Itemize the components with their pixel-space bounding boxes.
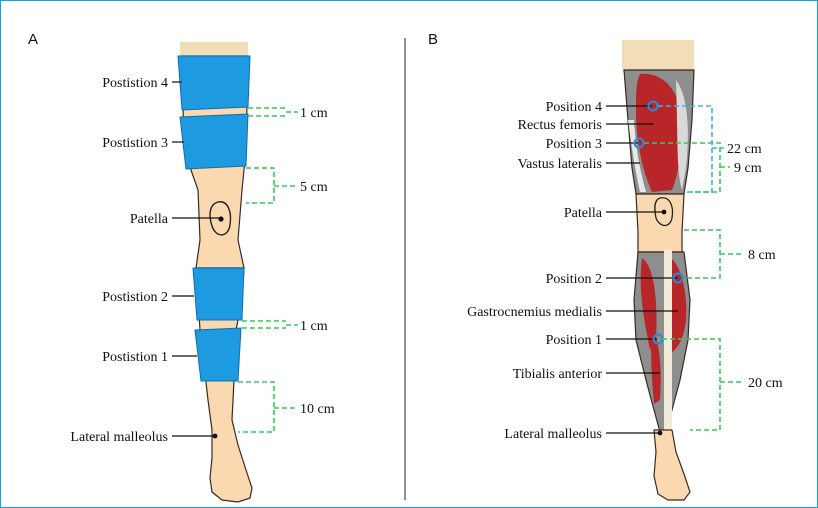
label-patella-a: Patella (130, 212, 169, 227)
panel-b-letter: B (428, 31, 438, 48)
label-vastus-lateralis: Vastus lateralis (518, 157, 602, 172)
label-position-2-a: Postistion 2 (102, 290, 168, 305)
panel-b: B (428, 31, 783, 500)
label-position-1-a: Postistion 1 (102, 350, 168, 365)
foot-b (654, 430, 690, 500)
gap-5cm: 5 cm (300, 180, 328, 195)
distance-22cm: 22 cm (727, 142, 762, 157)
label-position-4-b: Position 4 (546, 100, 602, 115)
gap-1cm-lower: 1 cm (300, 319, 328, 334)
label-position-3-b: Position 3 (546, 137, 602, 152)
band-position-3 (180, 114, 248, 169)
patella-dot-a (218, 216, 223, 221)
label-position-4-a: Postistion 4 (102, 76, 168, 91)
thigh-top-b (622, 40, 694, 70)
label-position-2-b: Position 2 (546, 272, 602, 287)
distance-9cm: 9 cm (734, 161, 762, 176)
knee-b (636, 194, 684, 252)
thigh-top (180, 42, 248, 56)
label-malleolus-b: Lateral malleolus (504, 427, 602, 442)
label-position-1-b: Position 1 (546, 333, 602, 348)
panel-a-letter: A (28, 31, 38, 48)
label-tibialis-anterior: Tibialis anterior (513, 367, 603, 382)
gap-1cm-upper: 1 cm (300, 106, 328, 121)
label-rectus-femoris: Rectus femoris (518, 118, 602, 133)
band-position-4 (178, 56, 250, 110)
distance-20cm: 20 cm (748, 376, 783, 391)
label-gastrocnemius: Gastrocnemius medialis (467, 305, 602, 320)
label-patella-b: Patella (564, 206, 603, 221)
distance-8cm: 8 cm (748, 248, 776, 263)
panel-a: A (28, 31, 335, 502)
band-position-2 (193, 268, 244, 320)
brackets-a (238, 108, 298, 432)
label-malleolus-a: Lateral malleolus (70, 430, 168, 445)
band-position-1 (195, 328, 241, 381)
tibia-strip (664, 250, 672, 430)
label-position-3-a: Postistion 3 (102, 136, 168, 151)
gap-10cm: 10 cm (300, 402, 335, 417)
